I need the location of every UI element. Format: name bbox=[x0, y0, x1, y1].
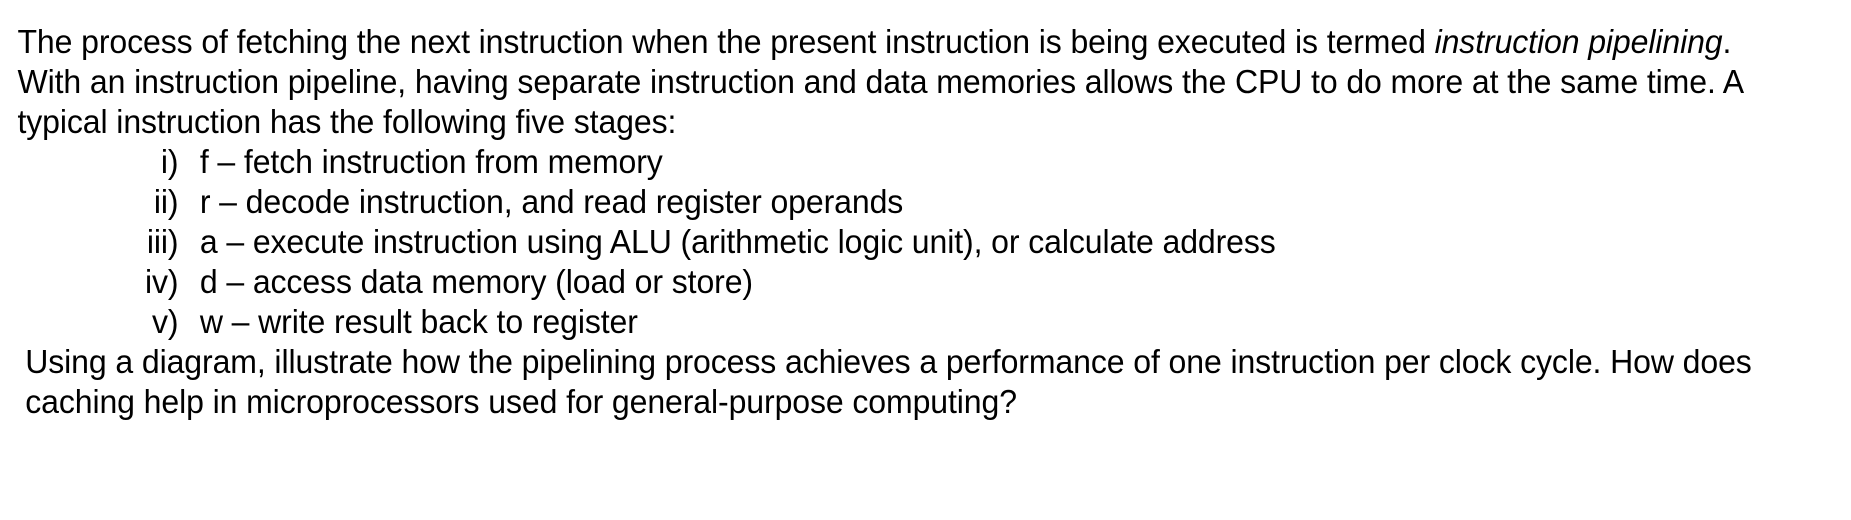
intro-paragraph: The process of fetching the next instruc… bbox=[0, 22, 1795, 142]
list-item: i) f – fetch instruction from memory bbox=[0, 142, 1795, 182]
pipeline-stages-list: i) f – fetch instruction from memory ii)… bbox=[0, 142, 1851, 342]
closing-paragraph: Using a diagram, illustrate how the pipe… bbox=[25, 343, 1752, 420]
list-item-marker: iv) bbox=[144, 263, 179, 300]
list-item-label: r – decode instruction, and read registe… bbox=[199, 183, 904, 220]
intro-text-part-1: The process of fetching the next instruc… bbox=[17, 23, 1435, 60]
list-item: iv) d – access data memory (load or stor… bbox=[0, 262, 1795, 302]
list-item-label: f – fetch instruction from memory bbox=[199, 143, 663, 180]
list-item-marker: iii) bbox=[146, 223, 179, 260]
list-item-label: d – access data memory (load or store) bbox=[199, 263, 753, 300]
list-item: v) w – write result back to register bbox=[0, 302, 1795, 342]
list-item-label: a – execute instruction using ALU (arith… bbox=[199, 223, 1276, 260]
list-item-marker: i) bbox=[160, 143, 179, 180]
list-item-marker: ii) bbox=[153, 183, 179, 220]
intro-emphasis-instruction-pipelining: instruction pipelining bbox=[1434, 23, 1723, 60]
list-item-marker: v) bbox=[152, 303, 179, 340]
intro-text-part-2: . With an instruction pipeline, having s… bbox=[17, 23, 1743, 140]
list-item-label: w – write result back to register bbox=[199, 303, 638, 340]
list-item: ii) r – decode instruction, and read reg… bbox=[0, 182, 1795, 222]
list-item: iii) a – execute instruction using ALU (… bbox=[0, 222, 1795, 262]
